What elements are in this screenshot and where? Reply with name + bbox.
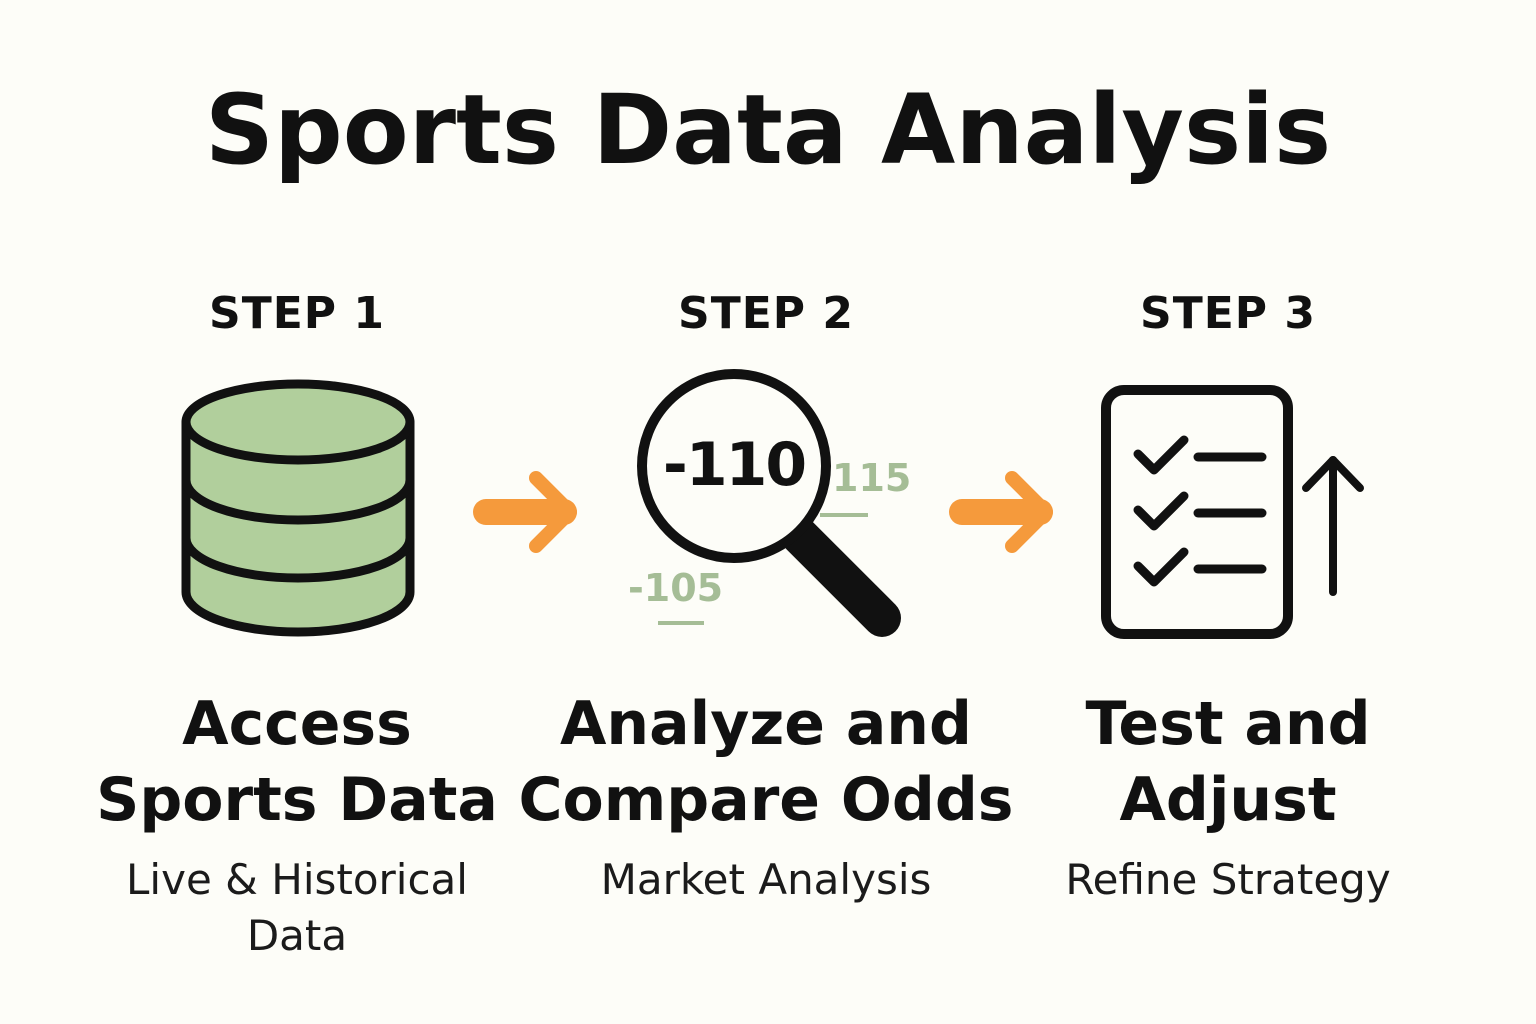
step-1-heading: Access Sports Data xyxy=(96,689,498,835)
arrow-right-icon xyxy=(473,471,577,553)
step-1-subtitle: Live & Historical Data xyxy=(126,855,468,960)
database-icon xyxy=(181,379,415,637)
odds-left-value: -105 xyxy=(628,566,724,610)
arrow-up-icon xyxy=(1302,456,1364,596)
step-2-label: STEP 2 xyxy=(678,288,854,339)
step-2-subtitle: Market Analysis xyxy=(600,855,932,904)
page-title: Sports Data Analysis xyxy=(204,74,1332,186)
step-3-subtitle: Refine Strategy xyxy=(1065,855,1391,904)
step-3-label: STEP 3 xyxy=(1140,288,1316,339)
step-3-heading: Test and Adjust xyxy=(1085,689,1371,835)
arrow-right-icon xyxy=(949,471,1053,553)
odds-main-value: -110 xyxy=(662,430,807,500)
step-2-heading: Analyze and Compare Odds xyxy=(518,689,1014,835)
step-1-label: STEP 1 xyxy=(209,288,385,339)
magnifying-glass-icon xyxy=(637,369,901,637)
checklist-icon xyxy=(1101,385,1293,639)
odds-right-value: 115 xyxy=(832,456,912,500)
